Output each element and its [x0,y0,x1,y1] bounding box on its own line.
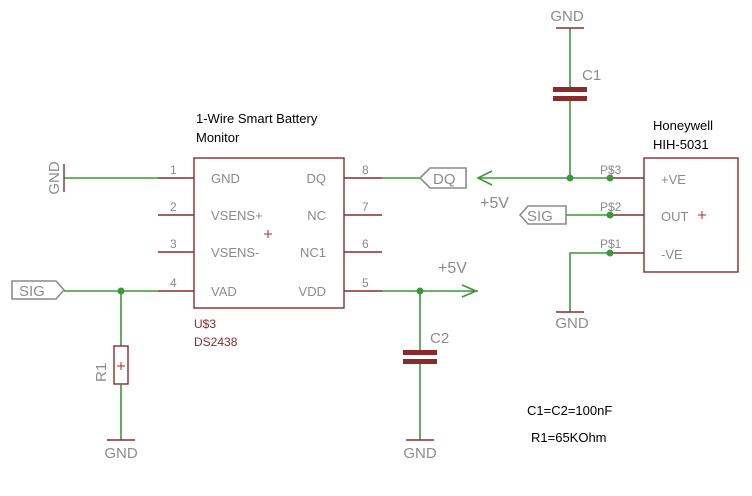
dq-flag [418,167,467,189]
ic-pin7-number: 7 [362,200,369,214]
sig-label-right: SIG [527,208,553,225]
sensor-pin1-name: -VE [661,247,683,262]
ic-pin6-number: 6 [362,237,369,251]
ic-title-line2: Monitor [196,130,240,145]
wire-sensor-gnd [569,252,610,312]
sensor-pin3-name: +VE [661,172,686,187]
sig-label-left: SIG [19,283,45,300]
c1-label: C1 [582,67,601,84]
note-resistor: R1=65KOhm [531,430,607,445]
c2-plate-top [403,350,437,355]
ic-pin2-number: 2 [170,200,177,214]
junction-sensor-pin2 [606,211,614,219]
sensor-body [643,157,739,273]
vcc-label-sensor: +5V [480,195,509,212]
junction-sensor-pin3 [606,174,614,182]
ic-pin2-name: VSENS+ [211,208,263,223]
ic-pin3-number: 3 [170,237,177,251]
sensor-pin3-number: P$3 [600,163,622,177]
gnd-label-c2: GND [403,445,437,462]
ic-value: DS2438 [194,335,238,349]
ic-pin1-name: GND [211,171,240,186]
c1-plate-top [553,87,587,92]
ic-pin7-name: NC [307,208,326,223]
ic-pin6-name: NC1 [300,245,326,260]
ic-pin3-name: VSENS- [211,245,259,260]
ic-pin8-number: 8 [362,163,369,177]
ic-pin5-name: VDD [299,284,326,299]
gnd-label-sensor: GND [555,315,589,332]
ic-pin1-number: 1 [170,163,177,177]
sensor-pin2-number: P$2 [600,200,622,214]
sig-flag-left [11,280,66,300]
gnd-label-pin1: GND [46,161,63,195]
vcc-label-vdd: +5V [438,260,467,277]
c1-plate-bottom [553,96,587,101]
ic-body [193,157,345,309]
ic-pin4-name: VAD [211,284,237,299]
sensor-pin1-number: P$1 [600,237,622,251]
r1-label: R1 [93,363,110,382]
ic-title-line1: 1-Wire Smart Battery [196,111,318,126]
sensor-title-line2: HIH-5031 [653,137,709,152]
c2-plate-bottom [403,359,437,364]
gnd-label-c1: GND [550,8,584,25]
ic-pin8-name: DQ [307,171,327,186]
vcc-arrow-vdd [461,284,479,298]
ic-pin5-number: 5 [362,276,369,290]
sensor-title-line1: Honeywell [653,118,713,133]
note-capacitors: C1=C2=100nF [527,403,612,418]
gnd-label-r1: GND [104,445,138,462]
dq-label: DQ [433,171,456,188]
junction-sensor-pin1 [606,249,614,257]
ic-pin4-number: 4 [170,276,177,290]
c2-label: C2 [430,330,449,347]
ic-ref: U$3 [194,317,216,331]
sensor-pin2-name: OUT [661,209,689,224]
